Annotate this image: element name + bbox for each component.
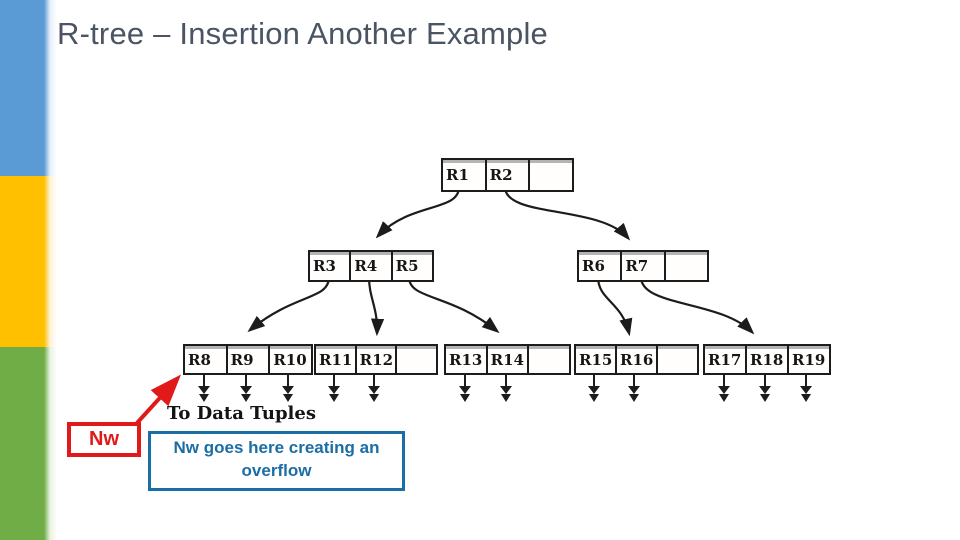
node-cell: R11 <box>316 346 357 373</box>
node-cell: R5 <box>395 257 419 275</box>
node-cell: R19 <box>792 350 826 369</box>
tree-node-leaf-3: R13 R14 <box>444 344 571 375</box>
edge-r5-to-leaf3 <box>407 276 500 334</box>
node-cell: R16 <box>617 346 658 373</box>
overflow-callout: Nw goes here creating an overflow <box>148 431 405 491</box>
node-cell-empty <box>666 252 707 280</box>
tree-node-internal-left: R3 R4 R5 <box>308 250 434 282</box>
edge-r6-to-leaf4 <box>596 276 633 337</box>
edge-r4-to-leaf2 <box>367 276 385 337</box>
sidebar-green-segment <box>0 347 58 540</box>
tree-node-internal-right: R6 R7 <box>577 250 709 282</box>
node-cell-empty <box>397 346 436 373</box>
sidebar-blue-segment <box>0 0 58 176</box>
node-cell: R12 <box>357 346 398 373</box>
node-cell: R14 <box>488 346 530 373</box>
node-cell: R8 <box>185 346 228 373</box>
tree-node-leaf-1: R8 R9 R10 <box>183 344 313 375</box>
node-cell: R17 <box>705 346 747 373</box>
sidebar-yellow-segment <box>0 176 58 347</box>
to-data-tuple-arrows <box>197 370 813 403</box>
accent-sidebar <box>0 0 58 540</box>
edge-r1-to-left-node <box>375 186 461 239</box>
node-cell: R10 <box>273 350 307 369</box>
node-cell-empty <box>530 160 572 190</box>
node-cell: R9 <box>228 346 271 373</box>
edge-r2-to-right-node <box>503 186 631 241</box>
node-cell: R6 <box>579 252 623 280</box>
tree-node-root: R1 R2 <box>441 158 574 192</box>
new-entry-label: Nw <box>89 428 119 450</box>
node-cell-empty <box>658 346 697 373</box>
edge-r7-to-leaf5 <box>639 276 755 335</box>
tree-node-leaf-4: R15 R16 <box>574 344 699 375</box>
node-cell: R3 <box>310 252 352 280</box>
to-data-tuples-caption: To Data Tuples <box>167 403 316 424</box>
node-cell: R4 <box>351 252 393 280</box>
page-title: R-tree – Insertion Another Example <box>57 16 548 51</box>
node-cell: R1 <box>443 160 487 190</box>
node-cell: R13 <box>446 346 488 373</box>
node-cell-empty <box>529 346 569 373</box>
tree-node-leaf-5: R17 R18 R19 <box>703 344 831 375</box>
edge-r3-to-leaf1 <box>247 276 331 333</box>
node-cell: R15 <box>576 346 617 373</box>
tree-node-leaf-2: R11 R12 <box>314 344 438 375</box>
node-cell: R18 <box>747 346 789 373</box>
node-cell: R2 <box>487 160 531 190</box>
new-entry-box: Nw <box>67 422 141 457</box>
node-cell: R7 <box>622 252 666 280</box>
